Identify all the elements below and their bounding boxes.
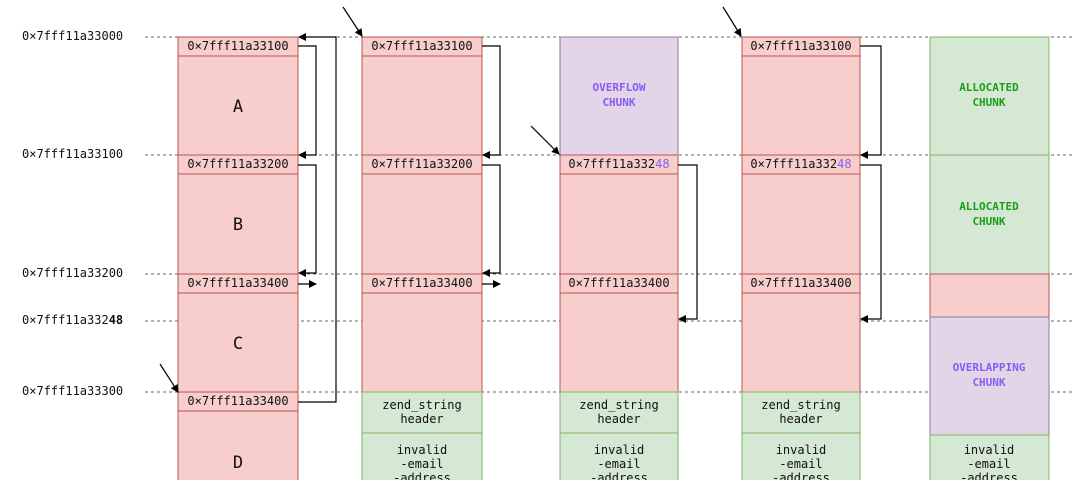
svg-text:0×7fff11a33100: 0×7fff11a33100 [750, 39, 851, 53]
svg-text:CHUNK: CHUNK [972, 215, 1005, 228]
chunk-letter-a: A [233, 97, 243, 117]
column-3-arrows [530, 125, 698, 323]
svg-text:CHUNK: CHUNK [602, 96, 635, 109]
arrow-a-to-b [298, 45, 317, 159]
pointer-arrow-d [159, 363, 179, 393]
chunk-letter-d: D [233, 453, 243, 473]
svg-text:-address: -address [393, 471, 451, 480]
svg-text:-email: -email [400, 457, 443, 471]
pointer-arrow-col2 [342, 6, 363, 37]
overflow-chunk [559, 36, 679, 156]
svg-text:-email: -email [779, 457, 822, 471]
svg-text:0×7fff11a33248: 0×7fff11a33248 [568, 157, 669, 171]
free-gap [929, 273, 1050, 318]
svg-text:invalid: invalid [594, 443, 645, 457]
overlapping-chunk [929, 316, 1050, 436]
pointer-arrow-col3 [530, 125, 560, 155]
address-label-33300: 0×7fff11a33300 [22, 384, 123, 398]
column-1-arrows [159, 33, 337, 403]
column-4-arrows [722, 6, 882, 323]
column-2-arrows [342, 6, 501, 288]
zend-string-header-2 [361, 391, 483, 434]
allocated-chunk-2 [929, 154, 1050, 275]
svg-text:invalid: invalid [397, 443, 448, 457]
svg-text:-email: -email [967, 457, 1010, 471]
column-5: ALLOCATED CHUNK ALLOCATED CHUNK OVERLAPP… [929, 36, 1050, 480]
svg-text:zend_string: zend_string [382, 398, 461, 412]
svg-text:ALLOCATED: ALLOCATED [959, 200, 1019, 213]
invalid-email-2 [361, 432, 483, 480]
svg-text:0×7fff11a33400: 0×7fff11a33400 [371, 276, 472, 290]
address-label-33000: 0×7fff11a33000 [22, 29, 123, 43]
svg-text:invalid: invalid [964, 443, 1015, 457]
column-3: OVERFLOW CHUNK 0×7fff11a33248 0×7fff11a3… [559, 36, 679, 480]
chunk-letter-c: C [233, 334, 243, 354]
column-2: 0×7fff11a33100 0×7fff11a33200 0×7fff11a3… [361, 36, 483, 480]
svg-text:header: header [779, 412, 822, 426]
chunk-letter-b: B [233, 215, 243, 235]
address-label-33200: 0×7fff11a33200 [22, 266, 123, 280]
svg-text:0×7fff11a33400: 0×7fff11a33400 [568, 276, 669, 290]
svg-text:invalid: invalid [776, 443, 827, 457]
allocated-chunk-1 [929, 36, 1050, 156]
address-labels: 0×7fff11a33000 0×7fff11a33100 0×7fff11a3… [22, 29, 123, 398]
column-1: 0×7fff11a33100 0×7fff11a33200 0×7fff11a3… [177, 36, 299, 480]
ptr-text-d: 0×7fff11a33400 [187, 394, 288, 408]
svg-text:-address: -address [590, 471, 648, 480]
ptr-text-b: 0×7fff11a33200 [187, 157, 288, 171]
svg-text:CHUNK: CHUNK [972, 376, 1005, 389]
svg-text:-address: -address [960, 471, 1018, 480]
svg-text:OVERFLOW: OVERFLOW [593, 81, 646, 94]
pointer-arrow-col4 [722, 6, 742, 37]
svg-text:0×7fff11a33200: 0×7fff11a33200 [371, 157, 472, 171]
ptr-text-c: 0×7fff11a33400 [187, 276, 288, 290]
address-label-33100: 0×7fff11a33100 [22, 147, 123, 161]
arrow-b-to-c [298, 164, 317, 277]
svg-text:-email: -email [597, 457, 640, 471]
svg-text:header: header [597, 412, 640, 426]
svg-text:zend_string: zend_string [761, 398, 840, 412]
svg-text:0×7fff11a33248: 0×7fff11a33248 [750, 157, 851, 171]
svg-text:CHUNK: CHUNK [972, 96, 1005, 109]
ptr-text-a: 0×7fff11a33100 [187, 39, 288, 53]
svg-text:0×7fff11a33100: 0×7fff11a33100 [371, 39, 472, 53]
arrow-d-to-top [298, 33, 337, 403]
svg-text:header: header [400, 412, 443, 426]
svg-text:-address: -address [772, 471, 830, 480]
svg-text:OVERLAPPING: OVERLAPPING [953, 361, 1026, 374]
svg-text:zend_string: zend_string [579, 398, 658, 412]
svg-text:0×7fff11a33400: 0×7fff11a33400 [750, 276, 851, 290]
column-4: 0×7fff11a33100 0×7fff11a33248 0×7fff11a3… [741, 36, 861, 480]
address-label-33248: 0×7fff11a33248 [22, 313, 123, 327]
svg-text:ALLOCATED: ALLOCATED [959, 81, 1019, 94]
